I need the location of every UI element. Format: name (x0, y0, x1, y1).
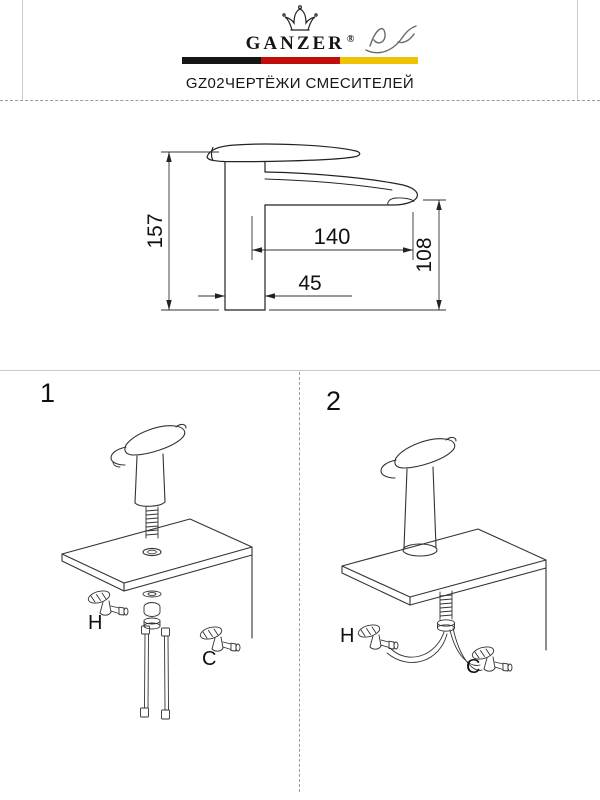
signature-icon (365, 25, 417, 54)
dim-spout-height: 108 (413, 237, 436, 272)
dimension-arrows (166, 152, 442, 310)
brand-row: GANZER® (0, 33, 600, 55)
left-page-border (22, 0, 23, 100)
dimension-lines (161, 151, 446, 311)
hot-angle-valve-icon (357, 624, 399, 650)
faucet-isometric (110, 423, 187, 507)
faucet-technical-drawing: 157 140 108 45 (144, 143, 446, 311)
mounting-shank (145, 506, 159, 539)
supply-hoses (140, 625, 170, 720)
cold-angle-valve-icon (199, 626, 241, 652)
fastener-stack (142, 590, 162, 630)
panel-1-cold-label: C (202, 648, 217, 670)
hot-angle-valve-icon (87, 590, 129, 616)
install-diagram-connected (341, 436, 547, 672)
flag-black-segment (182, 57, 261, 64)
dim-overall-height: 157 (144, 213, 167, 248)
crown-emblem-icon (282, 5, 318, 31)
cold-angle-valve-icon (471, 646, 513, 672)
dim-base-width: 45 (298, 272, 321, 295)
panel-2-number: 2 (326, 386, 342, 416)
countertop (61, 518, 253, 639)
faucet-outline (206, 143, 418, 311)
brand-name: GANZER (245, 33, 345, 54)
right-page-border (577, 0, 578, 100)
panel-divider (299, 372, 300, 792)
countertop (341, 528, 547, 651)
flag-yellow-segment (340, 57, 418, 64)
panel-2-hot-label: H (340, 625, 355, 647)
doc-title: GZ02ЧЕРТЁЖИ СМЕСИТЕЛЕЙ (185, 75, 415, 92)
supply-hoses (386, 627, 483, 671)
section-divider (0, 370, 600, 371)
header-divider (0, 100, 600, 101)
mounting-shank (437, 590, 455, 632)
panel-2-cold-label: C (466, 656, 481, 678)
panel-1-number: 1 (40, 378, 56, 408)
panel-1-hot-label: H (88, 612, 103, 634)
dim-spout-reach: 140 (314, 224, 351, 249)
faucet-isometric (380, 436, 457, 557)
flag-red-segment (261, 57, 340, 64)
install-diagram-exploded (61, 423, 253, 720)
dimension-labels: 157 140 108 45 (144, 213, 436, 295)
registered-mark-icon: ® (346, 33, 355, 45)
flag-stripe (182, 57, 418, 64)
